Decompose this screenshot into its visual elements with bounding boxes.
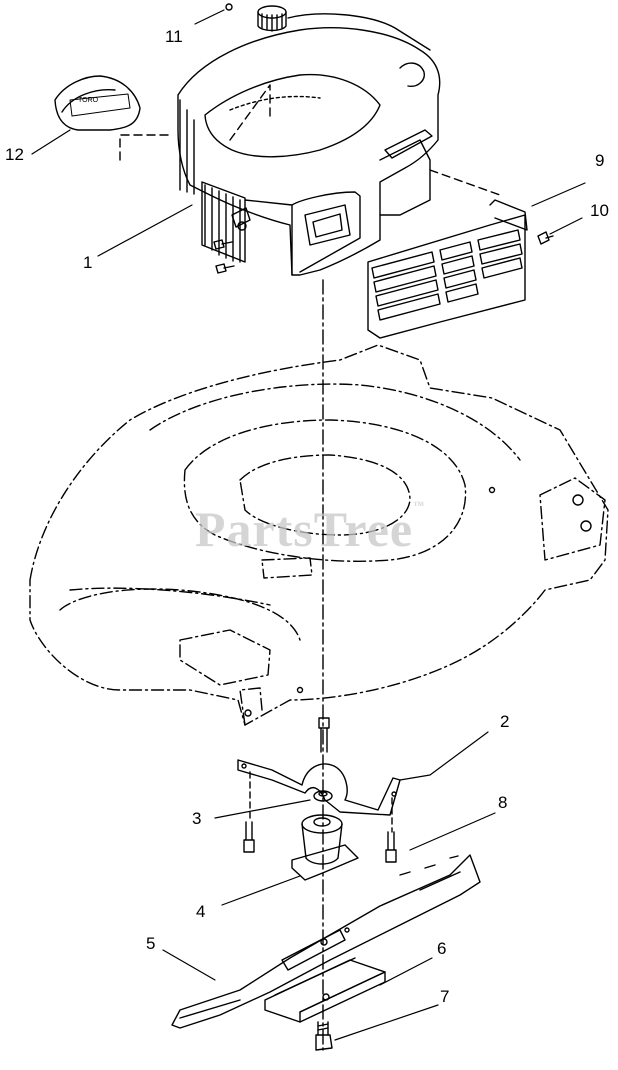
cutting-blade bbox=[171, 854, 481, 1029]
blade-adapter-hub bbox=[291, 814, 359, 881]
callout-8: 8 bbox=[498, 793, 508, 812]
callout-1: 1 bbox=[83, 253, 93, 272]
watermark-text: PartsTree bbox=[194, 501, 414, 557]
callout-3: 3 bbox=[192, 809, 202, 828]
adapter-bolt-left bbox=[243, 821, 255, 853]
oil-fill-cap bbox=[257, 5, 287, 32]
adapter-bolt-right bbox=[385, 831, 397, 863]
deck-hole bbox=[580, 520, 592, 532]
deck-hole bbox=[572, 494, 584, 506]
blade-adapter-bracket bbox=[237, 759, 401, 816]
muffler-guard bbox=[367, 199, 528, 339]
phantom-line-9 bbox=[429, 169, 501, 196]
leader-lines bbox=[31, 9, 586, 1041]
watermark: PartsTree™ bbox=[155, 500, 465, 558]
callout-2: 2 bbox=[500, 712, 510, 731]
callout-4: 4 bbox=[196, 902, 206, 921]
cooling-fins bbox=[201, 181, 246, 263]
spacer-washer bbox=[313, 790, 333, 802]
engine-mount-bolts bbox=[213, 239, 235, 274]
phantom-line-engine bbox=[229, 84, 271, 141]
deck-hole bbox=[244, 709, 252, 717]
mower-deck bbox=[29, 344, 609, 726]
callout-10: 10 bbox=[590, 201, 609, 220]
callout-9: 9 bbox=[595, 151, 605, 170]
deck-hole bbox=[488, 486, 496, 494]
deck-hole bbox=[296, 686, 304, 694]
callout-6: 6 bbox=[437, 939, 447, 958]
muffler-guard-screw bbox=[537, 231, 554, 245]
engine bbox=[177, 5, 441, 276]
shroud-cover-brand: TORO bbox=[78, 97, 99, 104]
screw-11-graphic bbox=[225, 3, 233, 11]
callout-12: 12 bbox=[5, 145, 24, 164]
callout-11: 11 bbox=[165, 27, 183, 46]
blade-stiffener bbox=[264, 957, 386, 1023]
trademark-symbol: ™ bbox=[413, 500, 426, 512]
adapter-bolt-top bbox=[318, 717, 330, 753]
callout-7: 7 bbox=[440, 987, 450, 1006]
callout-5: 5 bbox=[146, 934, 156, 953]
blade-bolt bbox=[315, 1021, 333, 1051]
phantom-line-12 bbox=[119, 134, 171, 161]
engine-shroud-cover bbox=[54, 75, 141, 131]
